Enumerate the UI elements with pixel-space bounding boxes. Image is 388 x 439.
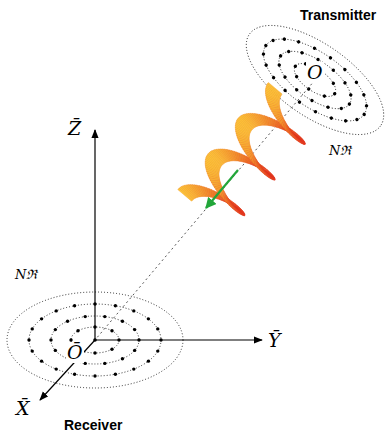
array-element: [343, 80, 348, 85]
array-element: [300, 50, 305, 55]
array-element: [31, 349, 34, 352]
array-element: [286, 49, 291, 54]
array-ring: [270, 40, 361, 119]
array-element: [293, 64, 298, 69]
vortex-beam: [178, 82, 306, 215]
array-element: [55, 309, 58, 312]
array-element: [49, 338, 52, 341]
array-element: [277, 63, 282, 68]
array-element: [261, 52, 266, 57]
array-element: [84, 362, 87, 365]
array-element: [271, 38, 276, 43]
array-element: [271, 75, 276, 80]
array-element: [310, 98, 315, 103]
array-element: [332, 91, 337, 96]
array-element: [147, 359, 150, 362]
array-element: [329, 116, 334, 121]
beam-segment: [178, 188, 193, 201]
device-label: Transmitter: [300, 8, 376, 23]
array-element: [27, 338, 30, 341]
array-ring: [289, 57, 341, 103]
array-element: [93, 374, 96, 377]
array-element: [110, 347, 113, 350]
y-axis: [95, 339, 262, 340]
array-element: [40, 359, 43, 362]
array-element: [132, 309, 135, 312]
ring-count-label: Nℜ: [14, 268, 38, 282]
array-element: [110, 329, 113, 332]
propagation-axis: [95, 80, 315, 340]
array-element: [354, 80, 359, 85]
array-element: [294, 87, 299, 92]
array-element: [264, 63, 269, 68]
array-element: [132, 367, 135, 370]
array-element: [313, 109, 318, 114]
array-element: [156, 327, 159, 330]
array-element: [114, 304, 117, 307]
array-element: [282, 37, 287, 42]
array-element: [147, 317, 150, 320]
array-element: [133, 328, 136, 331]
array-element: [283, 88, 288, 93]
array-element: [121, 320, 124, 323]
array-element: [328, 56, 333, 61]
array-ring: [229, 5, 388, 156]
ring-count-label: Nℜ: [328, 144, 352, 158]
array-element: [73, 373, 76, 376]
array-element: [263, 43, 268, 48]
array-element: [278, 54, 283, 59]
array-element: [54, 328, 57, 331]
origin-label: Ō: [66, 342, 84, 363]
array-element: [31, 327, 34, 330]
array-element: [322, 94, 327, 99]
array-element: [296, 40, 301, 45]
array-element: [54, 349, 57, 352]
axis-label: Ȳ: [268, 330, 281, 351]
array-element: [114, 373, 117, 376]
array-element: [347, 102, 352, 107]
device-label: Receiver: [64, 418, 122, 433]
array-element: [103, 315, 106, 318]
array-element: [93, 351, 96, 354]
array-element: [355, 117, 360, 122]
array-element: [348, 93, 353, 98]
array-element: [306, 87, 311, 92]
array-element: [294, 74, 299, 79]
beam-segment: [249, 153, 254, 160]
beam-segment: [179, 187, 193, 200]
axis-label: Z̄: [68, 118, 81, 139]
array-element: [343, 118, 348, 123]
array-element: [331, 81, 336, 86]
array-element: [103, 362, 106, 365]
array-element: [40, 317, 43, 320]
array-element: [76, 329, 79, 332]
array-element: [55, 367, 58, 370]
array-element: [364, 104, 369, 109]
array-element: [121, 357, 124, 360]
array-ring: [250, 23, 379, 136]
array-element: [133, 349, 136, 352]
array-element: [331, 68, 336, 73]
origin-label: O: [306, 62, 324, 83]
array-element: [312, 46, 317, 51]
transmitter-array: [229, 5, 388, 156]
z-axis: [94, 130, 95, 340]
array-element: [156, 349, 159, 352]
propagation-arrow: [206, 170, 238, 208]
beam-segment: [279, 118, 284, 125]
array-element: [326, 105, 331, 110]
array-element: [362, 112, 367, 117]
x-axis: [40, 340, 95, 400]
array-element: [84, 315, 87, 318]
axis-label: X̄: [16, 398, 30, 419]
array-element: [339, 106, 344, 111]
array-element: [73, 304, 76, 307]
array-element: [343, 67, 348, 72]
array-element: [66, 320, 69, 323]
array-element: [361, 92, 366, 97]
array-element: [283, 75, 288, 80]
